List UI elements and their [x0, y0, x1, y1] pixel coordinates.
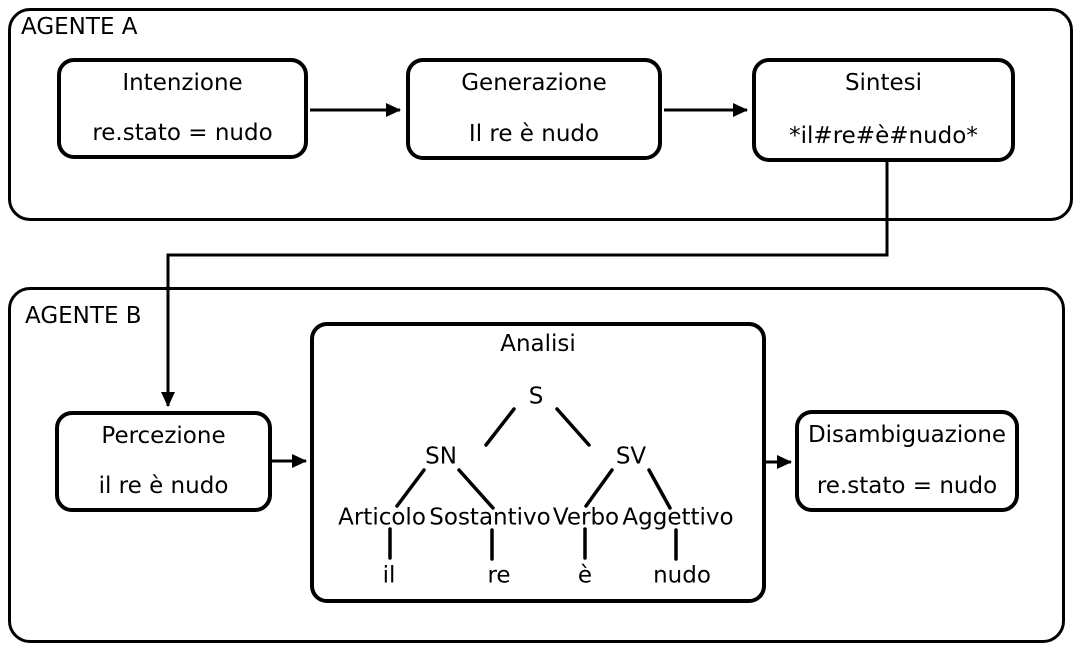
stage-intenzione-title: Intenzione — [122, 70, 243, 96]
stage-disambiguazione-value: re.stato = nudo — [816, 473, 998, 499]
stage-generazione-title: Generazione — [461, 70, 607, 96]
stage-sintesi-value: *il#re#è#nudo* — [789, 123, 978, 149]
stage-analisi-title: Analisi — [500, 331, 576, 357]
tree-node-sostantivo: Sostantivo — [429, 504, 551, 531]
tree-leaf-re: re — [487, 562, 511, 589]
tree-node-verbo: Verbo — [552, 504, 620, 531]
tree-leaf-e: è — [577, 562, 593, 589]
tree-leaf-nudo: nudo — [653, 562, 711, 589]
stage-generazione: Generazione Il re è nudo — [406, 58, 662, 160]
stage-sintesi: Sintesi *il#re#è#nudo* — [752, 58, 1015, 162]
stage-percezione-value: il re è nudo — [98, 473, 229, 499]
tree-node-s: S — [528, 383, 544, 410]
tree-node-sv: SV — [615, 443, 647, 470]
stage-percezione-title: Percezione — [101, 423, 226, 449]
stage-percezione: Percezione il re è nudo — [55, 411, 272, 512]
stage-intenzione-value: re.stato = nudo — [92, 120, 273, 146]
tree-node-aggettivo: Aggettivo — [622, 504, 734, 531]
tree-node-sn: SN — [425, 443, 457, 470]
stage-disambiguazione: Disambiguazione re.stato = nudo — [795, 410, 1019, 512]
stage-intenzione: Intenzione re.stato = nudo — [57, 58, 308, 159]
stage-analisi: Analisi — [310, 322, 766, 603]
agent-b-label: AGENTE B — [25, 303, 142, 329]
stage-generazione-value: Il re è nudo — [468, 121, 600, 147]
tree-leaf-il: il — [382, 562, 396, 589]
agent-a-label: AGENTE A — [21, 14, 138, 40]
stage-disambiguazione-title: Disambiguazione — [807, 422, 1007, 448]
tree-node-articolo: Articolo — [338, 504, 426, 531]
stage-sintesi-title: Sintesi — [844, 70, 923, 96]
